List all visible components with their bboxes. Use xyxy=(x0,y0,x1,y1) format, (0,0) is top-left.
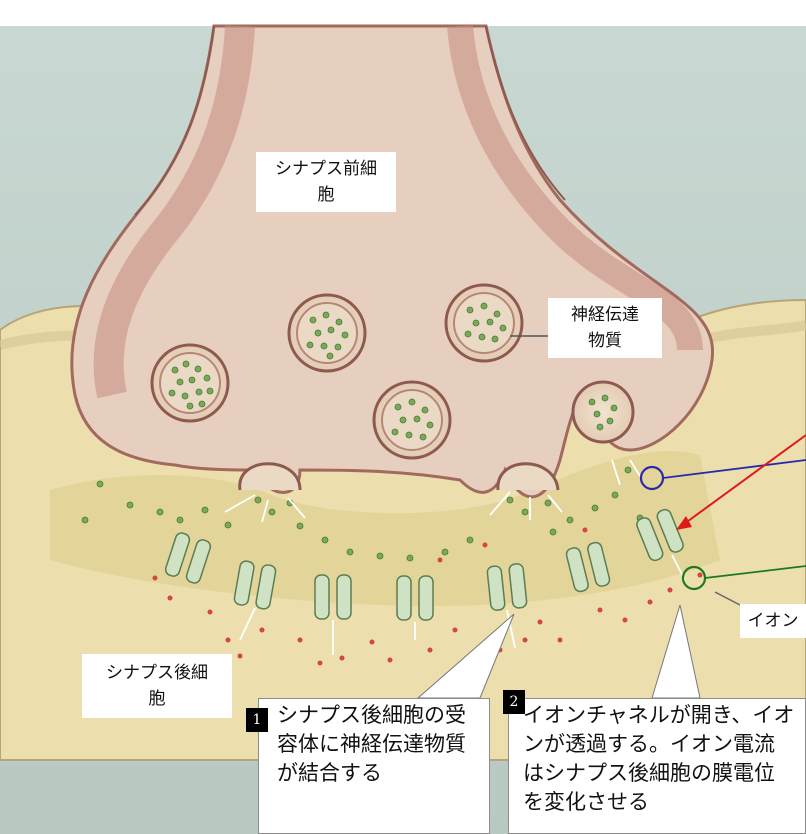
synaptic-vesicle-icon xyxy=(446,285,522,361)
neurotransmitter-label: 神経伝達 物質 xyxy=(548,298,662,358)
callout-2-text: イオンチャネルが開き、イオンが透過する。イオン電流はシナプス後細胞の膜電位を変化… xyxy=(523,703,794,814)
callout-1-number: 1 xyxy=(246,708,268,732)
postsynaptic-cell-label-line2: 胞 xyxy=(82,686,232,712)
presynaptic-cell-label: シナプス前細 胞 xyxy=(256,152,396,212)
callout-1-text: シナプス後細胞の受容体に神経伝達物質が結合する xyxy=(277,703,466,785)
callout-2-number: 2 xyxy=(503,690,525,714)
neurotransmitter-label-line1: 神経伝達 xyxy=(548,302,662,328)
postsynaptic-cell-label: シナプス後細 胞 xyxy=(82,654,232,718)
synaptic-vesicle-icon xyxy=(573,382,633,442)
ion-label-text: イオン xyxy=(748,611,799,631)
ion-label: イオン xyxy=(740,604,806,638)
synaptic-vesicle-icon xyxy=(374,382,450,458)
presynaptic-cell-label-line2: 胞 xyxy=(256,182,396,208)
callout-2: イオンチャネルが開き、イオンが透過する。イオン電流はシナプス後細胞の膜電位を変化… xyxy=(508,698,806,834)
synaptic-vesicle-icon xyxy=(289,295,365,371)
presynaptic-cell-label-line1: シナプス前細 xyxy=(256,156,396,182)
neurotransmitter-label-line2: 物質 xyxy=(548,328,662,354)
synaptic-vesicle-icon xyxy=(152,345,228,421)
postsynaptic-cell-label-line1: シナプス後細 xyxy=(82,660,232,686)
callout-1: シナプス後細胞の受容体に神経伝達物質が結合する xyxy=(258,698,490,834)
